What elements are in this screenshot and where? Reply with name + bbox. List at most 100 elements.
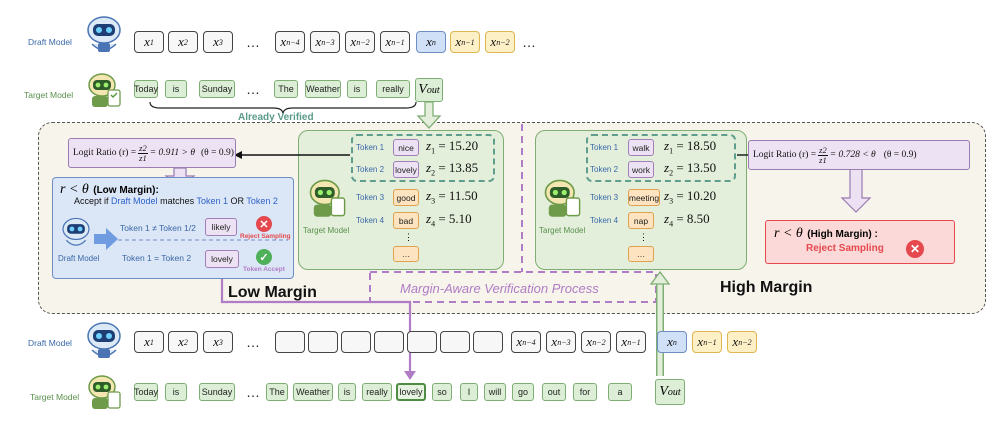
left-token-label-2: Token 2 xyxy=(356,165,385,174)
bottom-target-word-12: go xyxy=(512,383,534,401)
bottom-draft-token-10 xyxy=(473,331,503,353)
top-target-word-6: is xyxy=(347,80,367,98)
accept-rule: Accept if Draft Model matches Token 1 OR… xyxy=(74,196,278,206)
right-token-word-3: meeting xyxy=(628,189,660,206)
left-token-word-3: good xyxy=(393,189,419,206)
right-token-label-2: Token 2 xyxy=(590,165,619,174)
low-margin-line1: Token 1 ≠ Token 1/2 xyxy=(120,223,196,233)
bottom-target-word-8: lovely xyxy=(396,383,426,401)
bottom-target-word-9: so xyxy=(432,383,452,401)
left-logit-value: = 0.911 > θ xyxy=(149,148,195,158)
top-target-word-1: is xyxy=(165,80,187,98)
right-logit-theta: (θ = 0.9) xyxy=(883,150,917,160)
left-token-logit-3: z3 = 11.50 xyxy=(426,188,478,206)
reject-icon: ✕ xyxy=(256,216,272,232)
high-margin-label: High Margin xyxy=(720,279,813,296)
top-target-word-3: … xyxy=(246,81,260,97)
right-token-label-3: Token 3 xyxy=(590,193,619,202)
right-logit-value: = 0.728 < θ xyxy=(829,150,876,160)
bottom-target-word-15: a xyxy=(608,383,632,401)
left-token-label-3: Token 3 xyxy=(356,193,385,202)
likely-token: likely xyxy=(205,218,237,236)
bottom-target-word-1: is xyxy=(165,383,187,401)
draft-model-label-top: Draft Model xyxy=(28,37,72,47)
accept-t2: Token 2 xyxy=(246,196,278,206)
left-token-more: … xyxy=(393,246,419,262)
bottom-draft-token-8 xyxy=(407,331,437,353)
bottom-target-word-14: for xyxy=(573,383,597,401)
right-top2-dashed-box xyxy=(586,134,736,182)
low-margin-split-line xyxy=(118,239,288,241)
accept-draft: Draft Model xyxy=(111,196,158,206)
left-token-logit-4: z4 = 5.10 xyxy=(426,211,472,229)
low-margin-title: r < θ (Low Margin): xyxy=(60,180,159,198)
left-token-word-2: lovely xyxy=(393,161,419,178)
target-robot-icon xyxy=(88,73,121,107)
accept-or: OR xyxy=(230,196,244,206)
accept-mid: matches xyxy=(160,196,195,206)
right-token-logit-1: z1 = 18.50 xyxy=(664,138,717,156)
high-margin-title: r < θ (High Margin) : xyxy=(774,224,878,242)
bottom-target-word-4: The xyxy=(266,383,288,401)
left-panel-model-label: Target Model xyxy=(303,226,350,235)
high-margin-title-math: r < θ xyxy=(774,226,803,241)
target-model-label-bottom: Target Model xyxy=(30,392,80,402)
right-logit-den: z1 xyxy=(819,154,827,165)
bottom-target-word-5: Weather xyxy=(293,383,333,401)
low-accept-label: Token Accept xyxy=(243,266,285,273)
bottom-draft-token-6 xyxy=(341,331,371,353)
bottom-target-word-6: is xyxy=(338,383,356,401)
bottom-target-word-13: out xyxy=(542,383,566,401)
high-margin-title-text: (High Margin) : xyxy=(807,229,878,240)
top-target-word-5: Weather xyxy=(305,80,341,98)
draft-model-label-bottom: Draft Model xyxy=(28,338,72,348)
right-token-word-1: walk xyxy=(628,139,654,156)
left-token-label-1: Token 1 xyxy=(356,143,385,152)
right-logit-num: z2 xyxy=(818,144,828,156)
right-token-word-2: work xyxy=(628,161,654,178)
vout-down-arrow xyxy=(416,102,442,129)
right-token-logit-2: z2 = 13.50 xyxy=(664,160,717,178)
top-target-word-4: The xyxy=(274,80,298,98)
left-panel-robot-icon xyxy=(309,179,346,217)
high-reject-icon: ✕ xyxy=(906,240,924,258)
left-logit-theta: (θ = 0.9) xyxy=(201,148,234,158)
bottom-draft-token-3: … xyxy=(246,334,260,350)
low-margin-line2: Token 1 = Token 2 xyxy=(122,253,192,263)
top-draft-token-11: … xyxy=(522,34,536,50)
right-panel-model-label: Target Model xyxy=(539,226,586,235)
low-margin-label: Low Margin xyxy=(228,284,317,301)
right-token-word-4: nap xyxy=(628,212,654,229)
right-token-more: … xyxy=(628,246,654,262)
right-token-label-1: Token 1 xyxy=(590,143,619,152)
left-logit-den: z1 xyxy=(139,152,147,163)
low-margin-draft-robot-icon xyxy=(62,217,90,246)
left-logit-prefix: Logit Ratio (r) = xyxy=(73,148,137,158)
bottom-draft-token-4 xyxy=(275,331,305,353)
left-token-word-1: nice xyxy=(393,139,419,156)
right-token-logit-3: z3 = 10.20 xyxy=(664,188,717,206)
draft-robot-icon xyxy=(87,16,121,52)
high-margin-box xyxy=(765,220,955,264)
process-label: Margin-Aware Verification Process xyxy=(400,281,599,296)
left-top2-dashed-box xyxy=(351,134,495,182)
left-logit-num: z2 xyxy=(138,142,148,154)
right-logit-prefix: Logit Ratio (r) = xyxy=(753,150,817,160)
low-margin-title-text: (Low Margin): xyxy=(93,185,159,196)
bottom-target-word-10: I xyxy=(460,383,478,401)
